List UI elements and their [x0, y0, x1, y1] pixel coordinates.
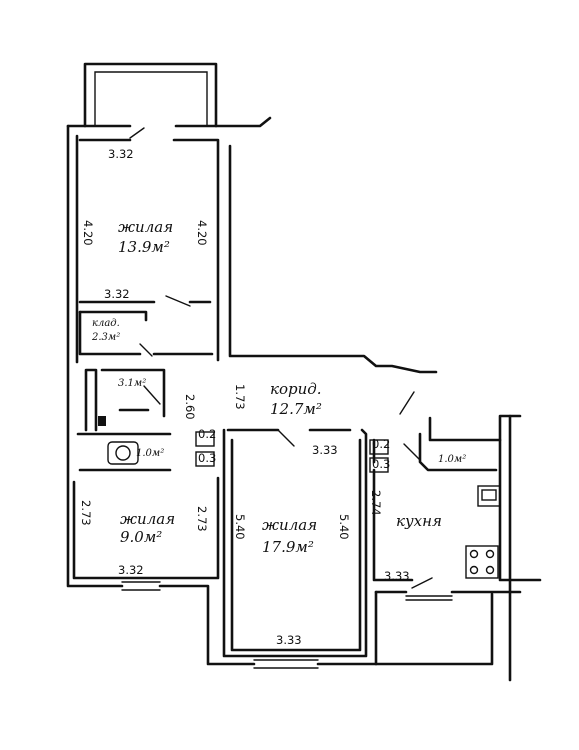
living-top-height-right: 4.20: [195, 220, 209, 246]
small-dim-d: 0.3: [372, 457, 390, 471]
kitchen-stove: [465, 545, 499, 579]
living-center-width-bottom: 3.33: [276, 633, 302, 647]
living-left-height-right: 2.73: [195, 506, 209, 532]
windows: [121, 581, 453, 669]
living-center-area: 17.9м²: [262, 538, 314, 556]
interior-walls: [72, 138, 502, 658]
living-center-width-top: 3.33: [312, 443, 338, 457]
living-top-width-top: 3.32: [108, 147, 134, 161]
living-left-width: 3.32: [118, 563, 144, 577]
corridor-name: корид.: [270, 380, 322, 398]
living-left-area: 9.0м²: [120, 528, 162, 546]
living-center-name: жилая: [262, 516, 317, 534]
small-dim-a: 0.2: [198, 427, 216, 441]
kitchen-height: 2.74: [369, 490, 383, 516]
small-dim-b: 0.3: [198, 451, 216, 465]
sanitary: [98, 416, 389, 473]
kitchen-sink: [477, 485, 501, 507]
corridor-dim-left: 2.60: [183, 394, 197, 420]
living-top-height-left: 4.20: [81, 220, 95, 246]
living-top-name: жилая: [118, 218, 173, 236]
closet-name: клад.: [92, 318, 120, 329]
outer-walls: [66, 116, 542, 682]
living-left-height-left: 2.73: [79, 500, 93, 526]
closet-area: 2.3м²: [91, 332, 120, 343]
small-dim-c: 0.2: [372, 437, 390, 451]
kitchen-name: кухня: [396, 512, 442, 530]
corridor-area: 12.7м²: [270, 400, 322, 418]
door-swings: [129, 127, 433, 589]
living-top-width-bottom: 3.32: [104, 287, 130, 301]
bath-area: 3.1м²: [118, 378, 146, 389]
living-center-height-left: 5.40: [233, 514, 247, 540]
living-left-name: жилая: [120, 510, 175, 528]
kitchen-width: 3.33: [384, 569, 410, 583]
wc-area: 1.0м²: [136, 448, 164, 459]
balcony-top: [83, 62, 218, 128]
corridor-dim-right: 1.73: [233, 384, 247, 410]
living-top-area: 13.9м²: [118, 238, 170, 256]
pantry-right-area: 1.0м²: [438, 454, 466, 465]
living-center-height-right: 5.40: [337, 514, 351, 540]
